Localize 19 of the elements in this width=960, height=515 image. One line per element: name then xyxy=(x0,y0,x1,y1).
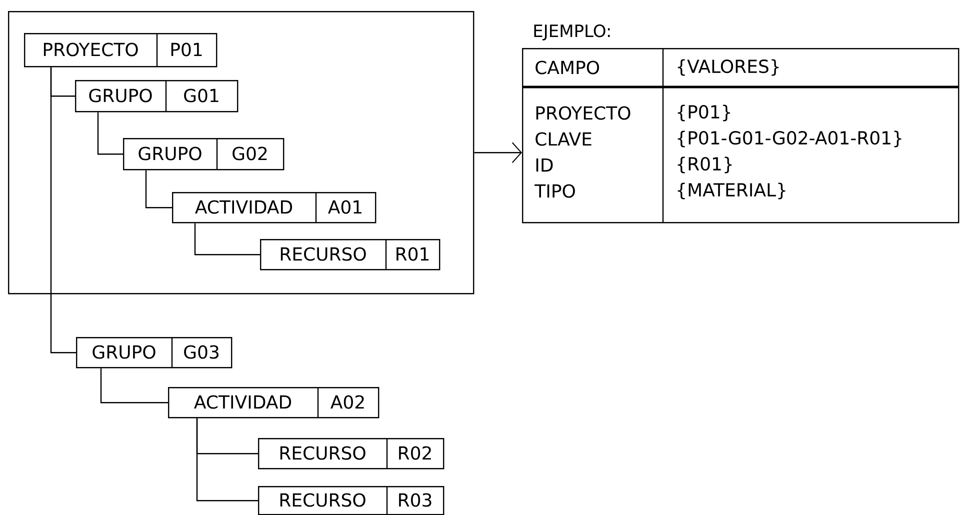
table: EJEMPLO: CAMPO {VALORES} PROYECTO {P01} CLAVE {P01-G01-G02-A01-R01} ID {R01} TIPO {MATERIAL} xyxy=(522,24,960,224)
connector xyxy=(100,368,168,404)
record-box: RECURSO R02 xyxy=(258,438,444,470)
frame-box xyxy=(8,11,474,294)
record-box: GRUPO G02 xyxy=(123,138,284,170)
record-box: RECURSO R01 xyxy=(260,239,440,270)
connector xyxy=(145,170,172,208)
connector xyxy=(474,142,522,164)
record-box: ACTIVIDAD A02 xyxy=(168,387,380,418)
record-box: RECURSO R03 xyxy=(258,486,444,515)
connector xyxy=(50,67,76,354)
connector xyxy=(196,418,258,502)
record-box: PROYECTO P01 xyxy=(24,33,218,68)
record-box: ACTIVIDAD A01 xyxy=(172,192,376,224)
record-box: GRUPO G03 xyxy=(76,337,232,368)
node-label: EJEMPLO: xyxy=(534,24,610,40)
connector xyxy=(194,223,260,256)
record-box: GRUPO G01 xyxy=(75,80,238,112)
connector xyxy=(97,112,123,155)
